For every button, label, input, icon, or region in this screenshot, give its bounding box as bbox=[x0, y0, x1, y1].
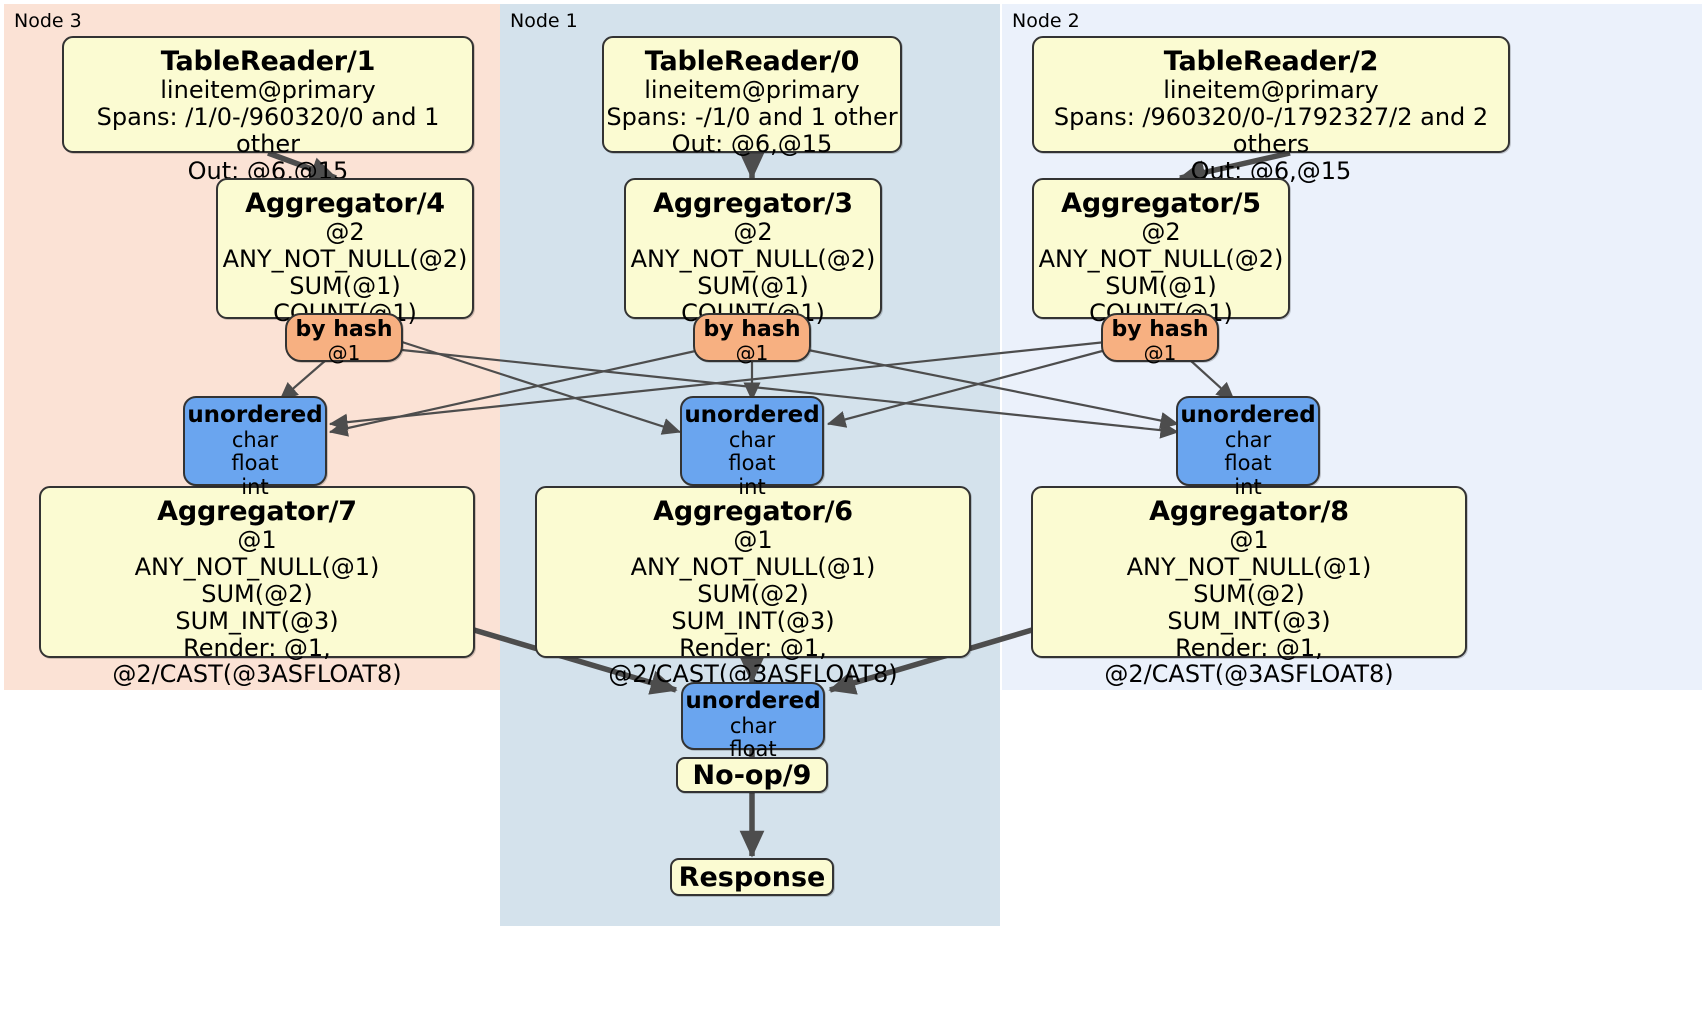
node-detail-line: @2 bbox=[325, 218, 365, 247]
sync-detail-line: float bbox=[231, 451, 279, 476]
sync-detail-line: int bbox=[1234, 474, 1262, 499]
node-title: No-op/9 bbox=[692, 759, 812, 791]
node-detail-line: SUM(@1) bbox=[697, 271, 809, 300]
processor-tablereader-1[interactable]: TableReader/1 lineitem@primary Spans: /1… bbox=[62, 36, 474, 184]
processor-aggregator-7[interactable]: Aggregator/7 @1 ANY_NOT_NULL(@1) SUM(@2)… bbox=[39, 486, 475, 688]
sync-detail-line: int bbox=[738, 474, 766, 499]
sync-detail-line: float bbox=[728, 451, 776, 476]
router-detail-line: @1 bbox=[327, 341, 361, 366]
node-detail-line: SUM_INT(@3) bbox=[175, 606, 339, 635]
processor-aggregator-4[interactable]: Aggregator/4 @2 ANY_NOT_NULL(@2) SUM(@1)… bbox=[216, 178, 474, 326]
node-panel-label-node2: Node 2 bbox=[1012, 10, 1080, 32]
node-title: TableReader/2 bbox=[1163, 46, 1379, 77]
sync-detail-line: char bbox=[231, 427, 279, 452]
sync-detail-line: int bbox=[241, 474, 269, 499]
node-detail-line: ANY_NOT_NULL(@1) bbox=[630, 552, 876, 581]
node-detail-line: lineitem@primary bbox=[1163, 76, 1379, 105]
node-detail-line: Render: @1, @2/CAST(@3ASFLOAT8) bbox=[1104, 633, 1394, 689]
processor-aggregator-6[interactable]: Aggregator/6 @1 ANY_NOT_NULL(@1) SUM(@2)… bbox=[535, 486, 971, 688]
node-detail-line: SUM(@1) bbox=[1105, 271, 1217, 300]
output-response[interactable]: Response bbox=[670, 858, 834, 896]
node-detail-line: @2 bbox=[733, 218, 773, 247]
node-panel-label-node1: Node 1 bbox=[510, 10, 578, 32]
node-detail-line: ANY_NOT_NULL(@2) bbox=[630, 244, 876, 273]
node-detail-line: Out: @6,@15 bbox=[671, 129, 833, 158]
node-panel-label-node3: Node 3 bbox=[14, 10, 82, 32]
node-detail-line: @2 bbox=[1141, 218, 1181, 247]
sync-detail-line: char bbox=[728, 427, 776, 452]
node-title: Aggregator/4 bbox=[245, 188, 445, 219]
node-detail-line: Render: @1, @2/CAST(@3ASFLOAT8) bbox=[608, 633, 898, 689]
node-title: TableReader/0 bbox=[644, 46, 860, 77]
router-detail-line: @1 bbox=[1143, 341, 1177, 366]
router-title: by hash bbox=[295, 317, 393, 342]
node-title: Aggregator/5 bbox=[1061, 188, 1261, 219]
processor-tablereader-0[interactable]: TableReader/0 lineitem@primary Spans: -/… bbox=[602, 36, 902, 157]
node-detail-line: SUM(@2) bbox=[697, 579, 809, 608]
router-title: by hash bbox=[1111, 317, 1209, 342]
processor-aggregator-3[interactable]: Aggregator/3 @2 ANY_NOT_NULL(@2) SUM(@1)… bbox=[624, 178, 882, 326]
node-detail-line: SUM(@1) bbox=[289, 271, 401, 300]
node-detail-line: Spans: -/1/0 and 1 other bbox=[606, 102, 898, 131]
node-detail-line: SUM(@2) bbox=[201, 579, 313, 608]
sync-title: unordered bbox=[684, 402, 820, 428]
node-detail-line: SUM_INT(@3) bbox=[671, 606, 835, 635]
node-detail-line: ANY_NOT_NULL(@1) bbox=[134, 552, 380, 581]
synchronizer-unordered-node2[interactable]: unordered char float int bbox=[1176, 396, 1320, 498]
node-detail-line: lineitem@primary bbox=[644, 76, 860, 105]
sync-title: unordered bbox=[685, 688, 821, 714]
node-detail-line: @1 bbox=[1229, 526, 1269, 555]
node-detail-line: ANY_NOT_NULL(@2) bbox=[222, 244, 468, 273]
sync-detail-line: char bbox=[729, 713, 777, 738]
sync-detail-line: float bbox=[1224, 451, 1272, 476]
node-detail-line: Render: @1, @2/CAST(@3ASFLOAT8) bbox=[112, 633, 402, 689]
processor-tablereader-2[interactable]: TableReader/2 lineitem@primary Spans: /9… bbox=[1032, 36, 1510, 184]
node-detail-line: @1 bbox=[237, 526, 277, 555]
sync-detail-line: char bbox=[1224, 427, 1272, 452]
synchronizer-unordered-node1[interactable]: unordered char float int bbox=[680, 396, 824, 498]
node-detail-line: lineitem@primary bbox=[160, 76, 376, 105]
node-detail-line: Spans: /960320/0-/1792327/2 and 2 others bbox=[1053, 102, 1489, 158]
node-detail-line: SUM(@2) bbox=[1193, 579, 1305, 608]
processor-aggregator-5[interactable]: Aggregator/5 @2 ANY_NOT_NULL(@2) SUM(@1)… bbox=[1032, 178, 1290, 326]
node-title: Aggregator/7 bbox=[157, 496, 357, 527]
node-detail-line: Spans: /1/0-/960320/0 and 1 other bbox=[96, 102, 440, 158]
node-title: TableReader/1 bbox=[160, 46, 376, 77]
router-detail-line: @1 bbox=[735, 341, 769, 366]
synchronizer-unordered-node3[interactable]: unordered char float int bbox=[183, 396, 327, 498]
sync-title: unordered bbox=[1180, 402, 1316, 428]
processor-aggregator-8[interactable]: Aggregator/8 @1 ANY_NOT_NULL(@1) SUM(@2)… bbox=[1031, 486, 1467, 688]
node-detail-line: SUM_INT(@3) bbox=[1167, 606, 1331, 635]
synchronizer-unordered-final[interactable]: unordered char float bbox=[681, 682, 825, 761]
node-title: Aggregator/6 bbox=[653, 496, 853, 527]
node-detail-line: @1 bbox=[733, 526, 773, 555]
node-title: Aggregator/8 bbox=[1149, 496, 1349, 527]
node-detail-line: ANY_NOT_NULL(@1) bbox=[1126, 552, 1372, 581]
node-detail-line: ANY_NOT_NULL(@2) bbox=[1038, 244, 1284, 273]
router-by-hash-node2[interactable]: by hash @1 bbox=[1101, 313, 1219, 366]
sync-detail-line: float bbox=[729, 737, 777, 762]
processor-noop-9[interactable]: No-op/9 bbox=[676, 757, 828, 793]
router-by-hash-node1[interactable]: by hash @1 bbox=[693, 313, 811, 366]
router-by-hash-node3[interactable]: by hash @1 bbox=[285, 313, 403, 366]
node-title: Aggregator/3 bbox=[653, 188, 853, 219]
router-title: by hash bbox=[703, 317, 801, 342]
sync-title: unordered bbox=[187, 402, 323, 428]
node-title: Response bbox=[678, 861, 826, 893]
